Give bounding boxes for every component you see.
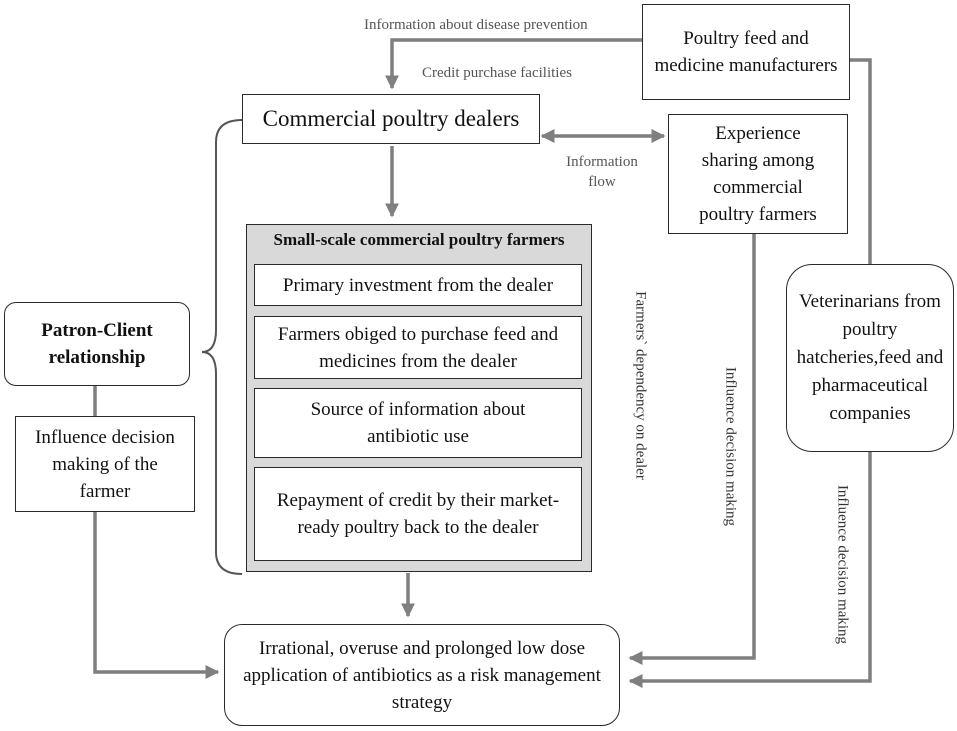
arrow-experience-to-outcome <box>628 234 756 665</box>
dealers-text: Commercial poultry dealers <box>262 106 520 131</box>
obliged-purchase-box: Farmers obiged to purchase feed and medi… <box>254 316 582 379</box>
experience-box: Experience sharing among commercial poul… <box>668 114 848 234</box>
label-influence-experience: Influence decision making <box>722 366 739 527</box>
repayment-box: Repayment of credit by their market-read… <box>254 467 582 561</box>
influence-farmer-box: Influence decision making of the farmer <box>15 416 195 512</box>
arrow-influence-to-outcome <box>93 512 220 679</box>
repayment-text: Repayment of credit by their market-read… <box>276 490 560 538</box>
source-info-text: Source of information about antibiotic u… <box>310 399 526 447</box>
dealers-box: Commercial poultry dealers <box>242 94 540 144</box>
experience-text: Experience sharing among commercial poul… <box>699 123 817 225</box>
veterinarians-box: Veterinarians from poultry hatcheries,fe… <box>786 264 954 452</box>
label-farmers-dependency: Farmers` dependency on dealer <box>632 291 649 480</box>
influence-farmer-text: Influence decision making of the farmer <box>35 426 175 502</box>
primary-investment-text: Primary investment from the dealer <box>282 274 554 296</box>
label-disease-prevention: Information about disease prevention <box>364 17 588 33</box>
patron-client-box: Patron-Client relationship <box>4 302 190 386</box>
source-info-box: Source of information about antibiotic u… <box>254 388 582 458</box>
label-information-flow: Information flow <box>566 154 638 190</box>
outcome-text: Irrational, overuse and prolonged low do… <box>243 637 601 713</box>
label-influence-veterinarians: Influence decision making <box>834 484 851 645</box>
arrow-manufacturers-to-dealers <box>385 38 642 90</box>
line-manufacturers-to-veterinarians <box>850 58 872 264</box>
obliged-purchase-text: Farmers obiged to purchase feed and medi… <box>277 323 559 372</box>
veterinarians-text: Veterinarians from poultry hatcheries,fe… <box>796 291 944 424</box>
manufacturers-box: Poultry feed and medicine manufacturers <box>642 4 850 100</box>
patron-client-brace <box>201 119 243 575</box>
label-credit-purchase: Credit purchase facilities <box>422 65 572 81</box>
arrow-veterinarians-to-outcome <box>628 452 872 688</box>
farmers-title: Small-scale commercial poultry farmers <box>273 230 565 249</box>
primary-investment-box: Primary investment from the dealer <box>254 264 582 306</box>
manufacturers-text: Poultry feed and medicine manufacturers <box>654 28 838 76</box>
patron-client-text: Patron-Client relationship <box>41 320 153 368</box>
outcome-box: Irrational, overuse and prolonged low do… <box>224 624 620 726</box>
